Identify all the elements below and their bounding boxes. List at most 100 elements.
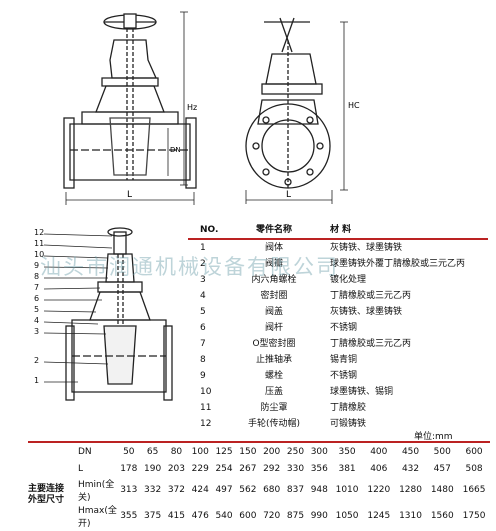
table-row: 12 手轮(传动帽) 可锻铸铁 xyxy=(188,416,488,432)
part-material: 不锈钢 xyxy=(330,323,358,333)
part-name: 防尘罩 xyxy=(260,403,288,413)
callout-11: 11 xyxy=(34,239,45,248)
dim-value: 837 xyxy=(286,485,305,495)
l-row: 主要连接 外型尺寸 L 178 190 203 229 254 267 292 … xyxy=(28,460,490,505)
callout-3: 3 xyxy=(34,327,40,336)
header-part-name: 零件名称 xyxy=(228,222,320,240)
group-label-line1: 主要连接 xyxy=(28,483,65,494)
part-material: 丁腈橡胶 xyxy=(330,403,367,413)
dimension-group-label: 主要连接 外型尺寸 xyxy=(28,460,78,529)
part-name: 阀盖 xyxy=(264,307,283,317)
dim-value: 680 xyxy=(263,485,281,495)
dn-value: 150 xyxy=(235,441,260,460)
unit-label: 单位:mm xyxy=(414,432,453,442)
dn-row: DN 50 65 80 100 125 150 200 250 300 350 … xyxy=(28,441,490,460)
hmin-row: Hmin(全关) 313 332 372 424 497 562 680 837… xyxy=(28,477,490,503)
front-L-label: L xyxy=(127,190,132,200)
part-material: 镀化处理 xyxy=(330,275,367,285)
part-name: 止推轴承 xyxy=(255,355,292,365)
dim-value: 720 xyxy=(263,511,281,521)
part-name: O型密封圈 xyxy=(252,339,296,349)
part-no: 12 xyxy=(200,419,212,429)
dim-value: 415 xyxy=(167,511,186,521)
part-material: 可锻铸铁 xyxy=(330,419,367,429)
callout-8: 8 xyxy=(34,272,40,281)
hmax-row: Hmax(全开) 355 375 415 476 540 600 720 875… xyxy=(28,503,490,529)
dim-value: 1245 xyxy=(367,511,391,521)
header-no: NO. xyxy=(188,222,228,240)
dn-value: 100 xyxy=(188,441,213,460)
part-material: 锡青铜 xyxy=(330,355,358,365)
dim-value: 875 xyxy=(286,511,305,521)
dn-value: 350 xyxy=(331,441,363,460)
dimension-table: DN 50 65 80 100 125 150 200 250 300 350 … xyxy=(28,441,490,529)
row-label: L xyxy=(78,463,84,474)
dim-value: 948 xyxy=(310,485,328,495)
callout-5: 5 xyxy=(34,305,40,314)
part-no: 7 xyxy=(200,339,206,349)
dn-value: 65 xyxy=(140,441,165,460)
dim-value: 1280 xyxy=(399,485,422,495)
part-name: 手轮(传动帽) xyxy=(247,419,301,429)
part-material: 丁腈橡胶或三元乙丙 xyxy=(330,291,412,301)
dim-value: 600 xyxy=(239,511,257,521)
dn-value: 125 xyxy=(212,441,236,460)
dn-value: 600 xyxy=(458,441,490,460)
callout-10: 10 xyxy=(34,250,45,259)
group-label-line2: 外型尺寸 xyxy=(28,494,65,505)
dn-value: 400 xyxy=(362,441,395,460)
dim-value: 424 xyxy=(191,485,209,495)
callout-6: 6 xyxy=(34,294,40,303)
side-view-drawing: L HC xyxy=(245,17,360,204)
section-view-drawing xyxy=(43,227,173,401)
part-material: 丁腈橡胶或三元乙丙 xyxy=(330,339,412,349)
part-no: 1 xyxy=(200,243,206,253)
callout-4: 4 xyxy=(34,316,40,325)
callout-2: 2 xyxy=(34,356,40,365)
side-L-label: L xyxy=(286,190,291,200)
dim-value: 203 xyxy=(167,463,186,474)
part-no: 10 xyxy=(200,387,212,397)
part-no: 9 xyxy=(200,371,206,381)
table-row: 7 O型密封圈 丁腈橡胶或三元乙丙 xyxy=(188,336,488,352)
dn-value: 450 xyxy=(394,441,427,460)
dim-value: 1220 xyxy=(367,485,391,495)
dim-value: 497 xyxy=(215,485,233,495)
part-name: 阀体 xyxy=(264,243,283,253)
part-material: 不锈钢 xyxy=(330,371,358,381)
callout-1: 1 xyxy=(34,376,40,385)
table-row: 1 阀体 灰铸铁、球墨铸铁 xyxy=(188,239,488,256)
dim-value: 332 xyxy=(144,485,162,495)
section-callouts: 12 11 10 9 8 7 6 5 4 3 2 1 xyxy=(34,227,48,386)
part-name: 压盖 xyxy=(264,387,283,397)
part-material: 球墨铸铁外覆丁腈橡胶或三元乙丙 xyxy=(330,259,466,269)
dim-value: 990 xyxy=(310,511,328,521)
part-material: 灰铸铁、球墨铸铁 xyxy=(330,243,403,253)
front-H-label: Hz xyxy=(187,103,197,112)
dim-value: 1560 xyxy=(430,511,454,521)
dim-value: 1665 xyxy=(462,485,486,495)
dn-value: 250 xyxy=(283,441,308,460)
dn-value: 300 xyxy=(307,441,332,460)
dim-value: 229 xyxy=(191,463,209,474)
part-no: 5 xyxy=(200,307,206,317)
dn-value: 200 xyxy=(259,441,284,460)
dim-value: 457 xyxy=(433,463,451,474)
part-material: 球墨铸铁、锡铜 xyxy=(330,387,394,397)
dim-value: 375 xyxy=(144,511,162,521)
dim-value: 254 xyxy=(215,463,233,474)
dim-value: 356 xyxy=(310,463,328,474)
dim-value: 406 xyxy=(370,463,388,474)
dim-value: 355 xyxy=(120,511,138,521)
dim-value: 476 xyxy=(191,511,209,521)
dn-value: 80 xyxy=(164,441,189,460)
dim-value: 372 xyxy=(167,485,186,495)
part-name: 内六角螺栓 xyxy=(251,275,297,285)
table-row: 10 压盖 球墨铸铁、锡铜 xyxy=(188,384,488,400)
